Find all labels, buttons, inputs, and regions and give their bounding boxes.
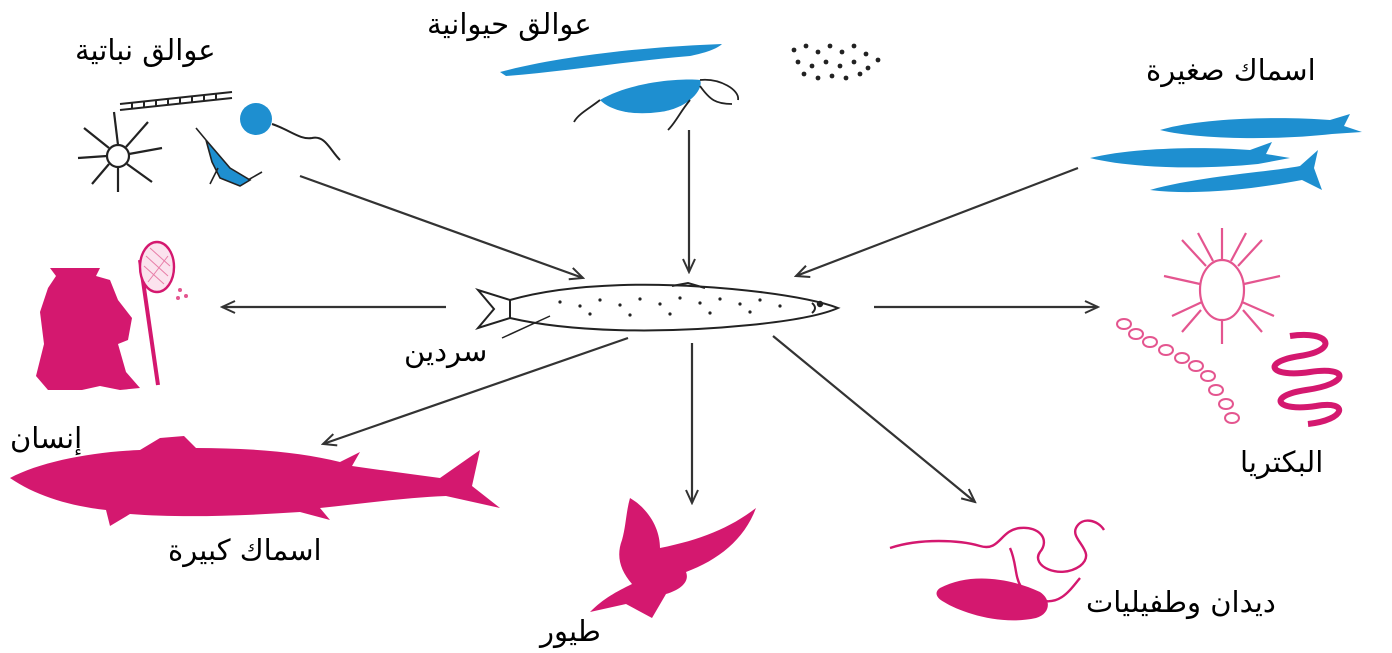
large-fish-icon: [10, 436, 500, 526]
arrow-sardine-to-worms: [772, 335, 975, 502]
small-fish-icon: [1090, 114, 1362, 193]
label-birds: طيور: [540, 614, 601, 648]
sardine-icon: [475, 281, 841, 332]
bird-icon: [590, 498, 756, 618]
bacteria-icon: [1116, 228, 1343, 427]
worms-parasites-icon: [889, 519, 1106, 621]
zooplankton-icon: [500, 43, 881, 131]
phytoplankton-icon: [77, 91, 341, 192]
arrow-small-fish-to-sardine: [796, 166, 1079, 276]
label-human: إنسان: [10, 421, 83, 455]
label-sardine: سردين: [404, 334, 488, 368]
label-phytoplankton: عوالق نباتية: [75, 33, 216, 67]
sardine-pointer-line: [501, 315, 551, 339]
label-worms-parasites: ديدان وطفيليات: [1086, 585, 1276, 619]
arrow-sardine-to-large-fish: [323, 336, 629, 444]
human-fisherman-icon: [36, 240, 188, 390]
label-bacteria: البكتريا: [1240, 445, 1324, 479]
label-zooplankton: عوالق حيوانية: [427, 7, 592, 41]
label-small-fish: اسماك صغيرة: [1146, 53, 1316, 87]
label-large-fish: اسماك كبيرة: [168, 533, 322, 567]
arrow-phytoplankton-to-sardine: [299, 174, 583, 278]
